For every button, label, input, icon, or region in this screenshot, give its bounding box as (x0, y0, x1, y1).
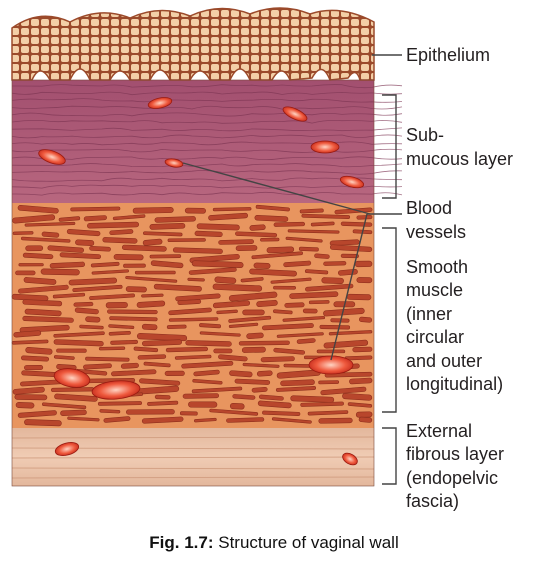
label-submucous-1: Sub- (406, 125, 444, 145)
submucous-layer (11, 80, 403, 203)
vessel (38, 149, 66, 165)
figure-caption: Fig. 1.7: Structure of vaginal wall (149, 533, 398, 552)
vessel (147, 97, 173, 109)
label-external-3: (endopelvic (406, 468, 498, 488)
label-blood-vessels-2: vessels (406, 222, 466, 242)
label-smooth-muscle-4: circular (406, 327, 464, 347)
labels: Epithelium Sub- mucous layer Blood vesse… (406, 45, 513, 511)
vessel (282, 106, 308, 122)
brackets (382, 94, 397, 485)
label-external-4: fascia) (406, 491, 459, 511)
external-fibrous-layer (11, 428, 375, 486)
vessel (54, 442, 80, 456)
label-smooth-muscle-5: and outer (406, 351, 482, 371)
smooth-muscle-layer (11, 203, 374, 428)
epithelium-layer (11, 7, 375, 81)
pointer-lines (182, 54, 402, 361)
caption-text: Structure of vaginal wall (214, 533, 399, 552)
vessel (53, 368, 91, 388)
vessel (310, 140, 340, 154)
vessel (164, 158, 184, 168)
vessel (308, 355, 354, 375)
label-smooth-muscle-6: longitudinal) (406, 374, 503, 394)
label-epithelium: Epithelium (406, 45, 490, 65)
label-smooth-muscle-3: (inner (406, 304, 452, 324)
label-blood-vessels-1: Blood (406, 198, 452, 218)
vessel (339, 175, 365, 189)
label-smooth-muscle-1: Smooth (406, 257, 468, 277)
blood-vessels (38, 97, 365, 466)
vessel (342, 452, 358, 466)
caption-prefix: Fig. 1.7: (149, 533, 213, 552)
label-external-1: External (406, 421, 472, 441)
label-smooth-muscle-2: muscle (406, 280, 463, 300)
vessel (91, 380, 141, 400)
label-submucous-2: mucous layer (406, 149, 513, 169)
label-external-2: fibrous layer (406, 444, 504, 464)
